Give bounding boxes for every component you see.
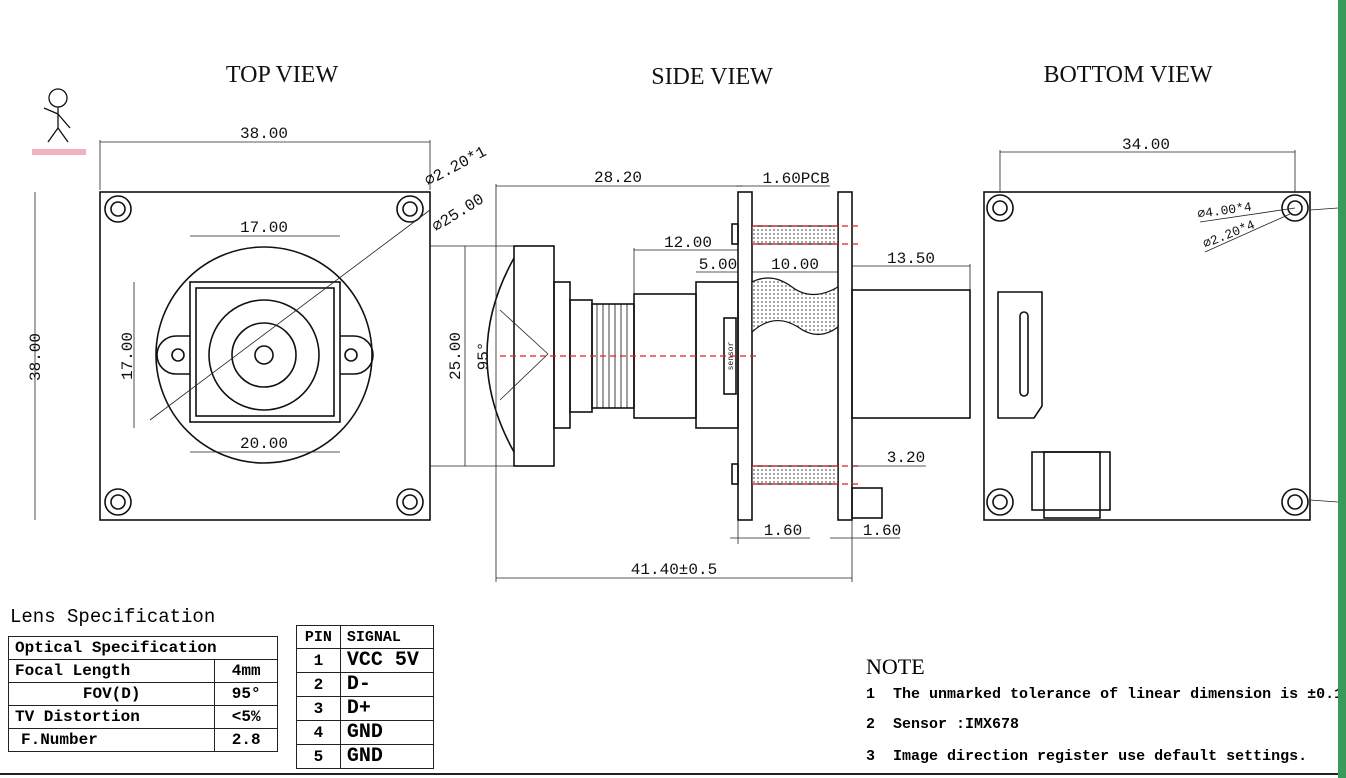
lens-spec-header: Optical Specification xyxy=(8,636,278,660)
note-item: 3 Image direction register use default s… xyxy=(866,748,1307,765)
dim-side-fov: 95° xyxy=(475,342,493,371)
table-row: FOV(D)95° xyxy=(7,682,278,706)
dim-top-inner-w: 17.00 xyxy=(240,219,288,237)
dim-side-3-2: 3.20 xyxy=(887,449,925,467)
note-text: The unmarked tolerance of linear dimensi… xyxy=(893,686,1346,703)
table-row: TV Distortion<5% xyxy=(7,705,278,729)
dim-side-1-6b: 1.60 xyxy=(863,522,901,540)
pin-signal: D+ xyxy=(339,696,435,721)
pin-header: PIN xyxy=(296,625,341,649)
dim-side-12: 12.00 xyxy=(664,234,712,252)
spec-key: FOV(D) xyxy=(7,682,216,706)
note-number: 2 xyxy=(866,716,876,733)
pin-number: 4 xyxy=(296,720,341,745)
note-text: Sensor :IMX678 xyxy=(893,716,1020,733)
spec-key: F.Number xyxy=(7,728,216,752)
dim-top-width: 38.00 xyxy=(240,125,288,143)
note-number: 3 xyxy=(866,748,876,765)
pin-signal: VCC 5V xyxy=(339,648,435,673)
side-view-title: SIDE VIEW xyxy=(651,64,773,90)
note-item: 1 The unmarked tolerance of linear dimen… xyxy=(866,686,1346,703)
notes-title: NOTE xyxy=(866,654,925,679)
dim-side-1-6a: 1.60 xyxy=(764,522,802,540)
note-item: 2 Sensor :IMX678 xyxy=(866,716,1019,733)
dim-side-height: 25.00 xyxy=(447,332,465,380)
spec-value: 4mm xyxy=(214,659,278,683)
dim-side-pcb: 1.60PCB xyxy=(762,170,829,188)
lens-spec-title: Lens Specification xyxy=(10,606,216,628)
dim-top-lens: ⌀25.00 xyxy=(429,190,487,236)
dim-top-mount: 20.00 xyxy=(240,435,288,453)
dim-top-hole: ⌀2.20*1 xyxy=(422,143,490,190)
pin-number: 1 xyxy=(296,648,341,673)
pin-number: 3 xyxy=(296,696,341,721)
dim-top-inner-h: 17.00 xyxy=(119,332,137,380)
dim-bottom-width: 34.00 xyxy=(1122,136,1170,154)
side-view xyxy=(430,184,971,582)
note-text: Image direction register use default set… xyxy=(893,748,1308,765)
bottom-view-title: BOTTOM VIEW xyxy=(1043,62,1212,88)
bottom-view xyxy=(983,150,1339,521)
note-number: 1 xyxy=(866,686,876,703)
pin-signal: GND xyxy=(339,720,435,745)
capture-direction-logo xyxy=(32,88,86,155)
dim-side-5: 5.00 xyxy=(699,256,737,274)
top-view-title: TOP VIEW xyxy=(226,62,339,88)
spec-value: 2.8 xyxy=(214,728,278,752)
dim-side-total: 41.40±0.5 xyxy=(631,561,717,579)
pin-signal: D- xyxy=(339,672,435,697)
spec-value: <5% xyxy=(214,705,278,729)
top-view xyxy=(34,140,431,521)
pin-signal: GND xyxy=(339,744,435,769)
signal-header: SIGNAL xyxy=(339,625,435,649)
dim-top-height: 38.00 xyxy=(27,333,45,381)
dim-side-13-5: 13.50 xyxy=(887,250,935,268)
spec-value: 95° xyxy=(214,682,278,706)
dim-bottom-hole-inner: ⌀2.20*4 xyxy=(1201,217,1257,251)
dim-side-28: 28.20 xyxy=(594,169,642,187)
pin-number: 5 xyxy=(296,744,341,769)
pin-number: 2 xyxy=(296,672,341,697)
sensor-label: sensor xyxy=(727,341,736,370)
spec-key: Focal Length xyxy=(7,659,216,683)
dim-side-10: 10.00 xyxy=(771,256,819,274)
spec-key: TV Distortion xyxy=(7,705,216,729)
